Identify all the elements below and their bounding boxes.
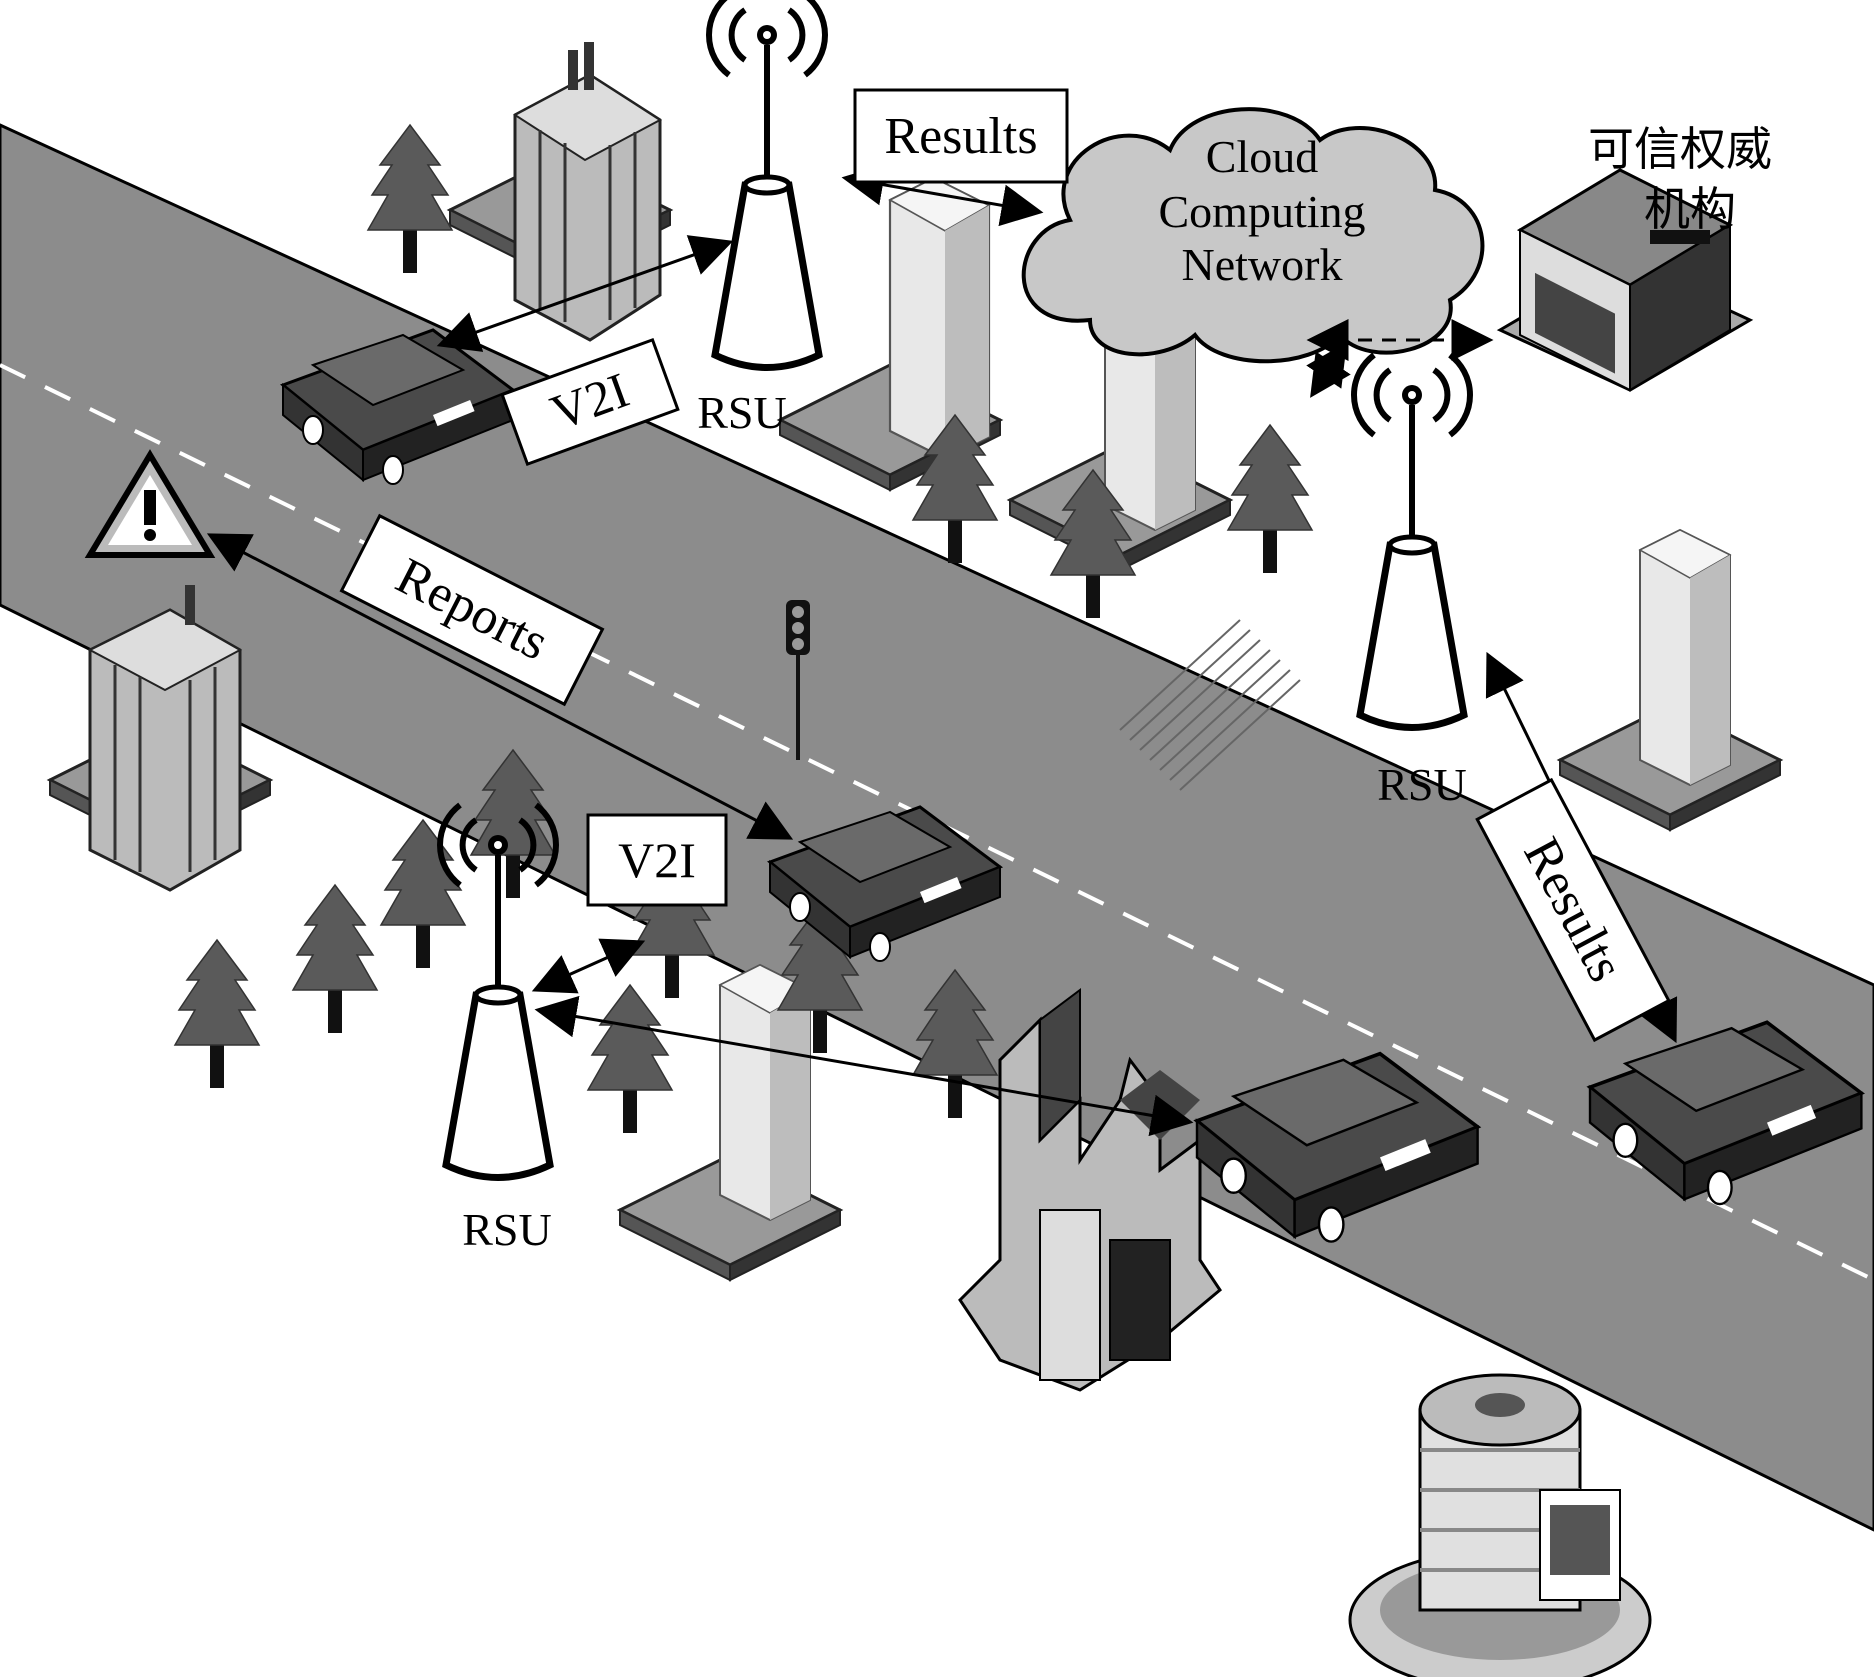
v2i-label-bottom: V2I (586, 813, 728, 907)
road-marking (1119, 619, 1301, 791)
authority-label-line2: 机构 (1644, 182, 1736, 236)
cloud-label-line3: Network (1182, 239, 1343, 290)
connection-arrows (206, 163, 1678, 1137)
round-building (1348, 1373, 1652, 1677)
rsu-label-right: RSU (1377, 759, 1466, 810)
office-building-top-left (448, 42, 672, 342)
svg-text:Results: Results (884, 108, 1037, 165)
cloud-label-line2: Computing (1158, 186, 1365, 237)
rsu-right (1354, 355, 1470, 728)
cloud-computing-network: Cloud Computing Network (1021, 107, 1485, 364)
results-label-top: Results (853, 88, 1069, 184)
warning-icon (84, 449, 216, 558)
rsu-label-bottom: RSU (462, 1204, 551, 1255)
authority-label-line1: 可信权威 (1588, 122, 1772, 176)
office-building-bottom-left (48, 585, 272, 892)
cloud-label-line1: Cloud (1206, 131, 1318, 182)
skyscraper-bottom-center (618, 964, 842, 1282)
rsu-label-top: RSU (697, 387, 786, 438)
rsu-top (709, 0, 825, 368)
v2i-label-top: V2I (500, 337, 680, 467)
skyscraper-right (1558, 529, 1782, 832)
svg-text:V2I: V2I (618, 832, 696, 888)
authority-building (1496, 168, 1754, 392)
